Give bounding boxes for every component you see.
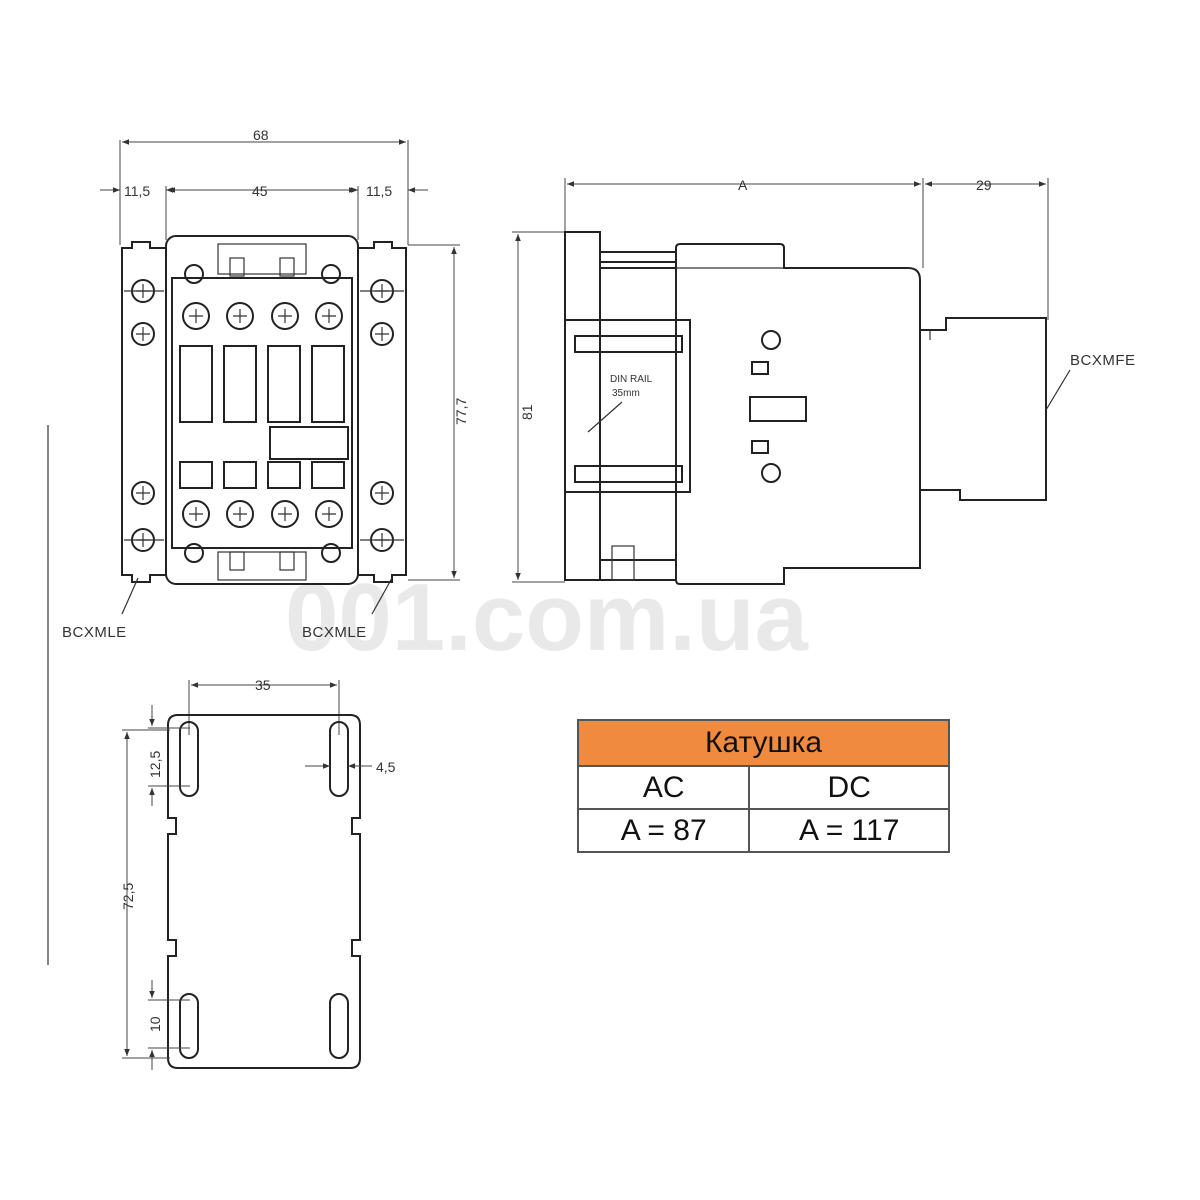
dim-height: 81 [519, 404, 535, 420]
contact-windows [179, 345, 349, 489]
coil-column-ac: AC [576, 765, 751, 810]
callout-accessory: BCXMFE [1070, 352, 1136, 369]
terminal-screws [182, 302, 343, 528]
dim-total-width: 68 [253, 127, 269, 143]
dim-hole-spacing: 35 [255, 677, 271, 693]
watermark: 001.com.ua [285, 564, 809, 671]
coil-table: Катушка AC DC A = 87 A = 117 [576, 719, 950, 853]
side-screws [124, 264, 404, 563]
dim-top-slot: 12,5 [147, 751, 163, 778]
callout-right: BCXMLE [302, 624, 367, 641]
front-view: 68 11,5 45 11,5 77,7 [62, 127, 469, 641]
dim-vertical-spacing: 72,5 [120, 883, 136, 910]
dim-left-side: 11,5 [124, 183, 150, 199]
coil-column-dc: DC [748, 765, 950, 810]
dim-height: 77,7 [453, 398, 469, 425]
mounting-plate: 35 4,5 12,5 72,5 10 [120, 677, 396, 1070]
dim-bottom-slot: 10 [147, 1016, 163, 1032]
dim-right-side: 11,5 [366, 183, 392, 199]
side-view: A 29 81 DIN RAIL 35mm [512, 177, 1136, 585]
dim-accessory: 29 [976, 177, 992, 193]
coil-value-dc: A = 117 [748, 808, 950, 853]
coil-table-header: Катушка [577, 719, 950, 767]
din-rail-label-1: DIN RAIL [610, 374, 653, 385]
dim-center: 45 [252, 183, 268, 199]
dim-slot-width: 4,5 [376, 759, 396, 775]
coil-value-ac: A = 87 [576, 808, 751, 853]
dim-a: A [738, 177, 748, 193]
din-rail-label-2: 35mm [612, 388, 640, 399]
callout-left: BCXMLE [62, 624, 127, 641]
